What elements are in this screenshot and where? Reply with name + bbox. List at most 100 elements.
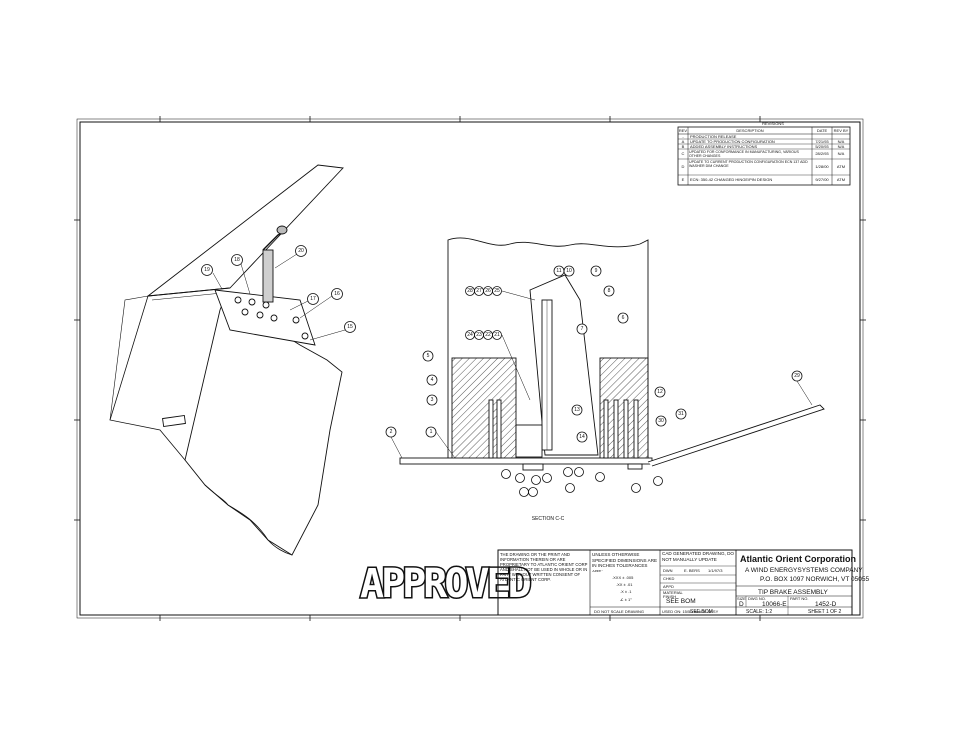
company-address: P.O. BOX 1097 NORWICH, VT 05055 [760,576,869,583]
svg-text:23: 23 [476,332,482,338]
section-bolts [488,399,639,459]
size-value: D [739,601,744,608]
scale-note: DO NOT SCALE DRAWING [594,609,644,614]
balloon: 15 [309,321,356,341]
rev-row-desc: UPDATED FOR CONFORMANCE IN MANUFACTURING… [689,150,799,158]
rev-row-desc: ECN: 350-42 CHANGED HINGE/PIN DESIGN [690,177,772,182]
svg-text:18: 18 [234,257,240,263]
dwg-number: 10066-E [762,601,787,608]
svg-text:9: 9 [595,268,598,274]
material-label: MATERIAL [663,590,683,595]
rev-row-by: N/A [838,144,845,149]
balloon: 20 [274,245,307,269]
hatched-block-left [451,357,517,463]
rev-row-desc: UPDATE TO PRODUCTION CONFIGURATION [690,139,775,144]
balloon: 29 [791,370,803,382]
rev-row-date: 1/28/00 [815,164,829,169]
rev-row-rev: C [682,151,685,156]
balloon: 11 [553,265,565,277]
blade-body [184,297,343,556]
svg-text:14: 14 [579,434,585,440]
tolerance-angle: ∠ ± 1° [620,597,632,602]
company-subtitle: A WIND ENERGYSYSTEMS COMPANY [745,567,863,574]
rev-row-rev: E [682,177,685,182]
company-name: Atlantic Orient Corporation [740,554,856,564]
tip-brake-arm [647,404,825,467]
balloon: 19 [201,264,223,290]
spring-eye [276,225,288,235]
svg-text:26: 26 [485,288,491,294]
balloon: 6 [617,312,629,324]
rev-row-date: 9/27/00 [815,177,829,182]
rev-row-rev: - [682,134,684,139]
svg-text:8: 8 [608,288,611,294]
svg-text:20: 20 [298,248,304,254]
svg-text:21: 21 [494,332,500,338]
balloon: 10 [563,265,575,277]
proprietary-note: THE DRAWING OR THE PRINT AND INFORMATION… [500,552,588,582]
rev-row-rev: D [682,164,685,169]
svg-text:27: 27 [476,288,482,294]
drawn-name: E. BERS [684,568,700,573]
balloon: 24 [465,330,475,340]
section-label: SECTION C-C [532,516,565,522]
balloon: 17 [289,293,319,311]
drawn-date: 1/1/97/3 [708,568,723,573]
svg-text:4: 4 [431,377,434,383]
svg-text:28: 28 [467,288,473,294]
section-view [399,237,825,471]
balloon: 1 [425,426,437,438]
svg-text:5: 5 [427,353,430,359]
svg-text:7: 7 [581,326,584,332]
svg-text:15: 15 [347,324,353,330]
tip-brake-flap [146,164,344,297]
svg-text:1: 1 [430,429,433,435]
balloon: 3 [426,394,438,406]
approved-stamp: APPROVED [360,561,531,607]
isometric-view [109,164,344,556]
balloon: 18 [231,254,251,295]
cad-note: CAD GENERATED DRAWING, DO NOT MANUALLY U… [662,551,734,562]
title-block: THE DRAWING OR THE PRINT AND INFORMATION… [497,549,869,616]
checked-label: CHKD [663,576,674,581]
size-label: SIZE [737,596,746,601]
svg-text:13: 13 [574,407,580,413]
balloon: 5 [422,350,434,362]
balloon: 28 [465,286,475,296]
rev-row-date: 28/2/93 [815,151,829,156]
svg-text:17: 17 [310,296,316,302]
material-value: SEE BOM [666,598,696,605]
rev-row-desc: UPDATE TO CURRENT PRODUCTION CONFIGURATI… [689,160,808,169]
balloon: 22 [483,330,493,340]
balloon: 14 [576,431,588,443]
base-plate [399,457,653,465]
svg-text:16: 16 [334,291,340,297]
rev-row-rev: A [682,139,685,144]
balloon: 25 [492,286,502,296]
rev-header-date: DATE [817,128,828,133]
balloon: 4 [426,374,438,386]
rev-row-by: ATM [837,177,845,182]
revisions-title: REVISIONS [762,121,784,126]
drawing-border [79,121,861,616]
finish-label: FINISH [663,594,676,599]
balloon: 13 [571,404,583,416]
svg-text:10: 10 [566,268,572,274]
svg-text:29: 29 [794,373,800,379]
tolerance-2place: .XX ± .01 [616,582,633,587]
access-plate [162,414,186,428]
drawn-label: DWN [663,568,673,573]
svg-text:6: 6 [622,315,625,321]
finish-value: SEE BOM [690,609,713,615]
actuator-body [515,424,543,458]
drawing-title: TIP BRAKE ASSEMBLY [758,589,829,596]
balloon: 2 [385,426,397,438]
rev-row-desc: PRODUCTION RELEASE [690,134,737,139]
rev-row-date: 7/21/93 [815,139,829,144]
balloon: 27 [474,286,484,296]
svg-text:24: 24 [467,332,473,338]
rev-header-by: REV BY [834,128,849,133]
svg-text:25: 25 [494,288,500,294]
revisions-table: REVISIONS REV DESCRIPTION DATE REV BY - … [677,121,851,186]
